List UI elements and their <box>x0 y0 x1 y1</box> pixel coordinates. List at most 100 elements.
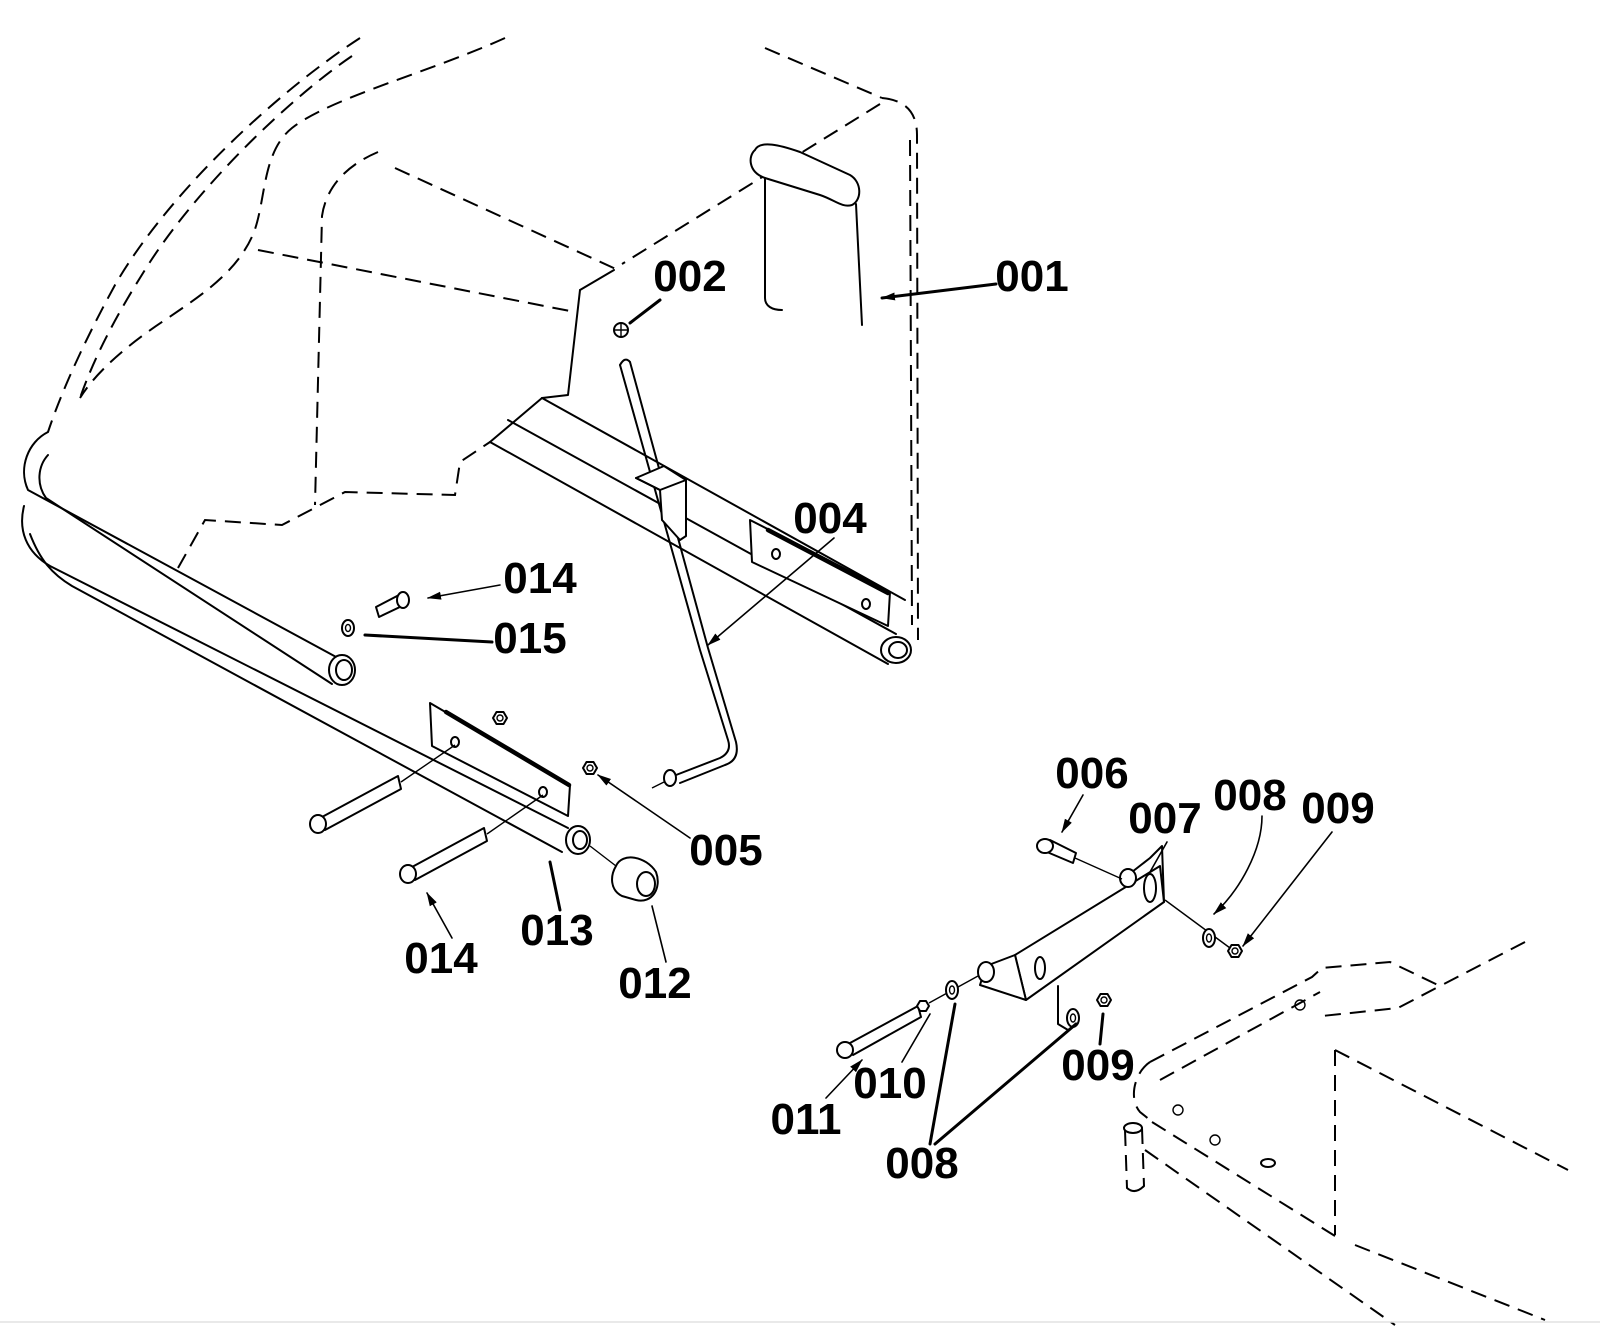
callout-013: 013 <box>520 906 593 955</box>
leader-002 <box>628 298 662 325</box>
plate-013-edge <box>443 709 572 788</box>
callout-008-lower: 008 <box>885 1139 958 1188</box>
rod-right-edge <box>629 361 738 784</box>
bracket-007-slot-left <box>1034 956 1046 980</box>
leader-009-upper <box>1242 831 1333 947</box>
washer-008-lower-bore <box>1069 1013 1077 1023</box>
bolt-014-lower-shank <box>411 827 488 881</box>
frame-side-edge <box>1144 1149 1396 1326</box>
upper-tube-bottom-edge <box>38 454 333 685</box>
leader-006 <box>1061 794 1084 833</box>
part-015-washer <box>341 619 355 637</box>
callout-012: 012 <box>618 959 691 1008</box>
nut-005-upper <box>492 711 508 725</box>
upper-tube <box>23 431 356 686</box>
plate-bolt-left-shank <box>321 775 402 831</box>
bracket-007-front-face <box>1014 865 1165 1001</box>
rod-left-edge <box>619 364 730 776</box>
frame-hole-b <box>1172 1104 1184 1116</box>
knob-012-axis <box>589 845 617 867</box>
nut-005-upper-bore <box>496 714 504 722</box>
machine-body-outline <box>47 37 919 641</box>
leader-011 <box>825 1059 863 1099</box>
seat-top-edge <box>394 167 619 271</box>
panel-right-edge <box>881 97 919 641</box>
bracket-007-spacer-upper <box>1119 868 1137 888</box>
nut-009-upper-bore <box>1231 947 1239 955</box>
leader-007 <box>1149 841 1168 873</box>
bracket-007-spacer-left <box>977 961 995 983</box>
part-006-bolt <box>1036 838 1123 880</box>
bracket-004-hole-right <box>861 598 871 610</box>
washer-008-upper-bore <box>1205 933 1213 943</box>
frame-side-inner-edge <box>1151 1121 1336 1237</box>
part-008-washer-left <box>945 980 959 1000</box>
upper-tube-bore <box>335 659 353 681</box>
bolt-014-upper-head <box>396 591 410 609</box>
crossbar-top-line <box>541 397 906 601</box>
nut-005-lower <box>582 761 598 775</box>
crossbar-end-bore <box>888 641 908 659</box>
part-005-nuts <box>492 711 598 775</box>
seat-side-curve <box>79 37 506 399</box>
part-001-panel <box>541 143 863 399</box>
knob-012-body <box>611 856 659 902</box>
plate-013-hole-right <box>538 786 548 798</box>
callout-001: 001 <box>995 252 1068 301</box>
frame-pin-right <box>1141 1127 1145 1187</box>
part-008-washer-upper <box>1164 899 1231 949</box>
lower-tube-bore <box>572 830 588 850</box>
frame-pin-left <box>1124 1129 1128 1189</box>
panel-handle-right-leg <box>855 203 863 326</box>
lower-tube <box>21 505 591 855</box>
seat-mid-edge <box>257 249 576 313</box>
leader-014-upper <box>427 584 501 600</box>
plate-bolt-left-head <box>309 814 327 834</box>
panel-front-left-edge <box>541 289 581 399</box>
rod-guide-bracket <box>635 465 687 541</box>
part-009-nut-lower <box>1096 993 1112 1007</box>
leader-015 <box>363 633 494 644</box>
frame-pin-top <box>1123 1122 1143 1134</box>
washer-008-upper-ring <box>1202 928 1216 948</box>
upper-tube-top-edge <box>23 431 339 659</box>
frame-hole-a <box>1209 1134 1221 1146</box>
rod-end-axis <box>651 781 665 789</box>
crossbar-bottom-line <box>489 441 889 665</box>
nut-005-lower-bore <box>586 764 594 772</box>
part-013-plate <box>429 702 572 817</box>
rod-end-ring <box>663 769 677 787</box>
nut-009-upper-body <box>1227 944 1243 958</box>
leader-005 <box>597 774 691 839</box>
callout-002: 002 <box>653 252 726 301</box>
bracket-004-hole-left <box>771 548 781 560</box>
callout-014-upper: 014 <box>503 554 577 603</box>
washer-008-upper-axis <box>1164 899 1231 949</box>
bolt-006-axis <box>1074 857 1123 880</box>
leader-012 <box>651 905 667 963</box>
rod-top-cap <box>619 358 631 366</box>
plate-bolt-left-axis <box>400 744 456 783</box>
part-002-washer <box>613 322 629 338</box>
bolt-006-shank <box>1046 839 1077 864</box>
panel-top-edge <box>764 47 883 99</box>
part-004-bracket <box>749 519 891 627</box>
fender-outer-curve <box>47 37 361 433</box>
callout-007: 007 <box>1128 794 1201 843</box>
plate-bolt-left <box>309 744 456 834</box>
panel-handle-left-leg <box>764 177 783 311</box>
rod-guide-plate <box>635 465 687 541</box>
bolt-014-lower-head <box>399 864 417 884</box>
frame-box-top <box>1334 1049 1569 1171</box>
leader-009-lower <box>1098 1012 1105 1046</box>
leader-014-lower <box>426 892 453 939</box>
callout-006: 006 <box>1055 749 1128 798</box>
panel-right-inner-edge <box>909 139 913 626</box>
leader-010 <box>901 1013 931 1063</box>
bolt-014-upper-shank <box>375 594 403 618</box>
callout-labels: 001 002 004 014 015 005 006 007 008 009 … <box>404 252 1374 1188</box>
nut-010-body <box>916 1000 930 1012</box>
leader-008-lower-b <box>933 1022 1078 1146</box>
bolt-014-lower-axis <box>486 794 544 835</box>
